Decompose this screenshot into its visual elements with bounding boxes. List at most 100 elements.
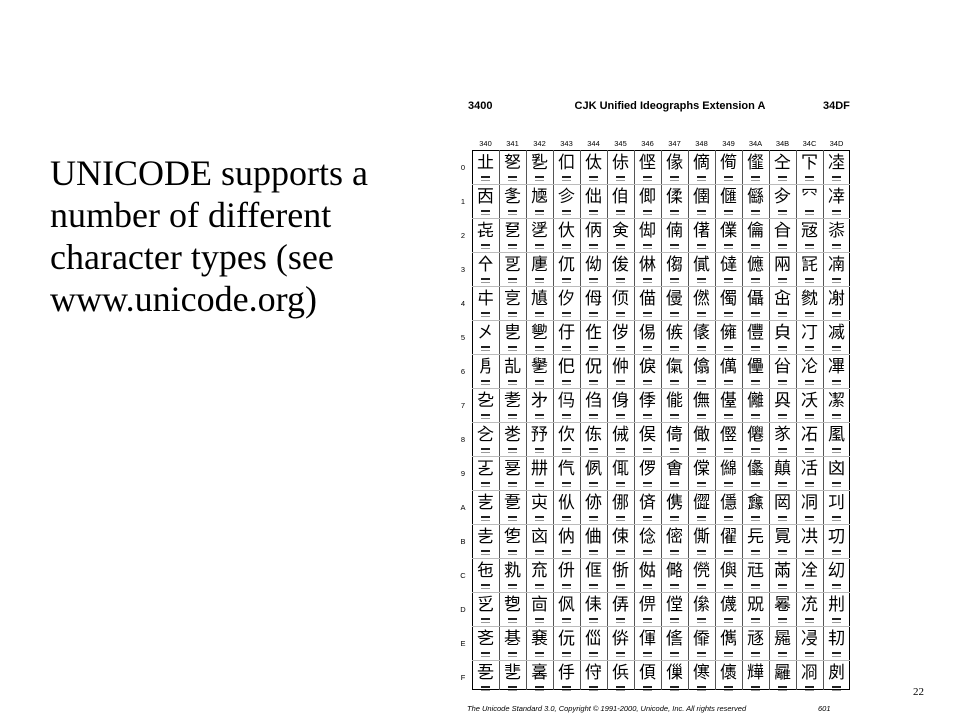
code-placeholder-bar	[616, 380, 625, 382]
code-placeholder-bar	[562, 520, 571, 521]
character-cell: 㒋	[688, 524, 715, 558]
row-label: E	[460, 639, 466, 648]
code-placeholder-bar	[670, 448, 679, 450]
code-placeholder-bar	[508, 346, 517, 348]
character-cell: 㓞	[823, 626, 850, 660]
code-placeholder-bar	[697, 244, 706, 246]
character-cell: 㑜	[607, 558, 634, 592]
code-placeholder-bar	[643, 244, 652, 246]
cjk-glyph: 㑼	[666, 561, 683, 581]
grid-row-line	[472, 592, 850, 593]
code-placeholder-bar	[616, 282, 625, 283]
code-placeholder-bar	[778, 316, 787, 317]
code-placeholder-bar	[778, 214, 787, 215]
cjk-glyph: 㒷	[774, 391, 791, 411]
code-placeholder-bar	[481, 282, 490, 283]
character-cell: 㐣	[526, 252, 553, 286]
character-cell: 㐦	[526, 354, 553, 388]
code-placeholder-bar	[589, 486, 598, 487]
code-placeholder-bar	[751, 278, 760, 280]
code-placeholder-bar	[778, 622, 787, 623]
cjk-glyph: 㒘	[720, 425, 737, 445]
character-cell: 㒎	[688, 626, 715, 660]
cjk-glyph: 㑥	[639, 323, 656, 343]
code-placeholder-bar	[724, 380, 733, 382]
character-cell: 㑵	[661, 320, 688, 354]
character-cell: 㐱	[553, 184, 580, 218]
cjk-glyph: 㒣	[747, 255, 764, 275]
character-cell: 㒠	[742, 150, 769, 184]
character-cell: 㒚	[715, 490, 742, 524]
code-placeholder-bar	[535, 588, 544, 589]
code-placeholder-bar	[562, 652, 571, 654]
character-cell: 㒷	[769, 388, 796, 422]
character-cell: 㐷	[553, 388, 580, 422]
cjk-glyph: 㐚	[504, 493, 521, 513]
character-cell: 㐾	[553, 626, 580, 660]
character-cell: 㒖	[715, 354, 742, 388]
code-placeholder-bar	[724, 384, 733, 385]
code-placeholder-bar	[589, 554, 598, 555]
code-placeholder-bar	[670, 486, 679, 487]
code-placeholder-bar	[481, 618, 490, 620]
code-placeholder-bar	[562, 588, 571, 589]
cjk-glyph: 㒜	[720, 561, 737, 581]
code-placeholder-bar	[805, 180, 814, 181]
cjk-glyph: 㒁	[693, 187, 710, 207]
cjk-glyph: 㒐	[720, 153, 737, 173]
cjk-glyph: 㐮	[531, 629, 548, 649]
code-placeholder-bar	[589, 350, 598, 351]
column-header: 341	[506, 139, 519, 148]
cjk-glyph: 㑠	[639, 153, 656, 173]
cjk-glyph: 㓍	[801, 595, 818, 615]
cjk-glyph: 㒞	[720, 629, 737, 649]
character-cell: 㓎	[796, 626, 823, 660]
code-placeholder-bar	[535, 690, 544, 691]
character-cell: 㐈	[472, 422, 499, 456]
cjk-glyph: 㒥	[747, 323, 764, 343]
code-placeholder-bar	[508, 588, 517, 589]
character-cell: 㓚	[823, 490, 850, 524]
code-placeholder-bar	[643, 588, 652, 589]
character-cell: 㐊	[472, 490, 499, 524]
character-cell: 㐄	[472, 286, 499, 320]
code-placeholder-bar	[508, 482, 517, 484]
character-cell: 㒇	[688, 388, 715, 422]
cjk-glyph: 㒯	[747, 663, 764, 683]
cjk-glyph: 㓕	[828, 323, 845, 343]
cjk-glyph: 㓒	[828, 221, 845, 241]
grid-column-line	[661, 150, 662, 690]
code-placeholder-bar	[805, 210, 814, 212]
code-placeholder-bar	[697, 520, 706, 521]
character-cell: 㑡	[634, 184, 661, 218]
character-cell: 㒘	[715, 422, 742, 456]
code-placeholder-bar	[481, 248, 490, 249]
character-cell: 㓗	[823, 388, 850, 422]
code-placeholder-bar	[616, 346, 625, 348]
code-placeholder-bar	[589, 482, 598, 484]
code-placeholder-bar	[481, 244, 490, 246]
cjk-glyph: 㓗	[828, 391, 845, 411]
code-placeholder-bar	[535, 248, 544, 249]
cjk-glyph: 㒡	[747, 187, 764, 207]
cjk-glyph: 㓟	[828, 663, 845, 683]
code-placeholder-bar	[616, 550, 625, 552]
code-placeholder-bar	[805, 656, 814, 657]
code-placeholder-bar	[805, 520, 814, 521]
code-placeholder-bar	[697, 384, 706, 385]
character-cell: 㒃	[688, 252, 715, 286]
code-placeholder-bar	[805, 690, 814, 691]
cjk-glyph: 㒠	[747, 153, 764, 173]
code-placeholder-bar	[535, 282, 544, 283]
character-cell: 㒛	[715, 524, 742, 558]
character-cell: 㓒	[823, 218, 850, 252]
code-placeholder-bar	[508, 652, 517, 654]
row-label: F	[460, 673, 466, 682]
page-number: 22	[913, 686, 924, 698]
code-placeholder-bar	[589, 282, 598, 283]
cjk-glyph: 㒇	[693, 391, 710, 411]
column-header: 34B	[775, 139, 790, 148]
character-cell: 㐳	[553, 252, 580, 286]
cjk-glyph: 㑗	[612, 391, 629, 411]
cjk-glyph: 㓀	[801, 153, 818, 173]
